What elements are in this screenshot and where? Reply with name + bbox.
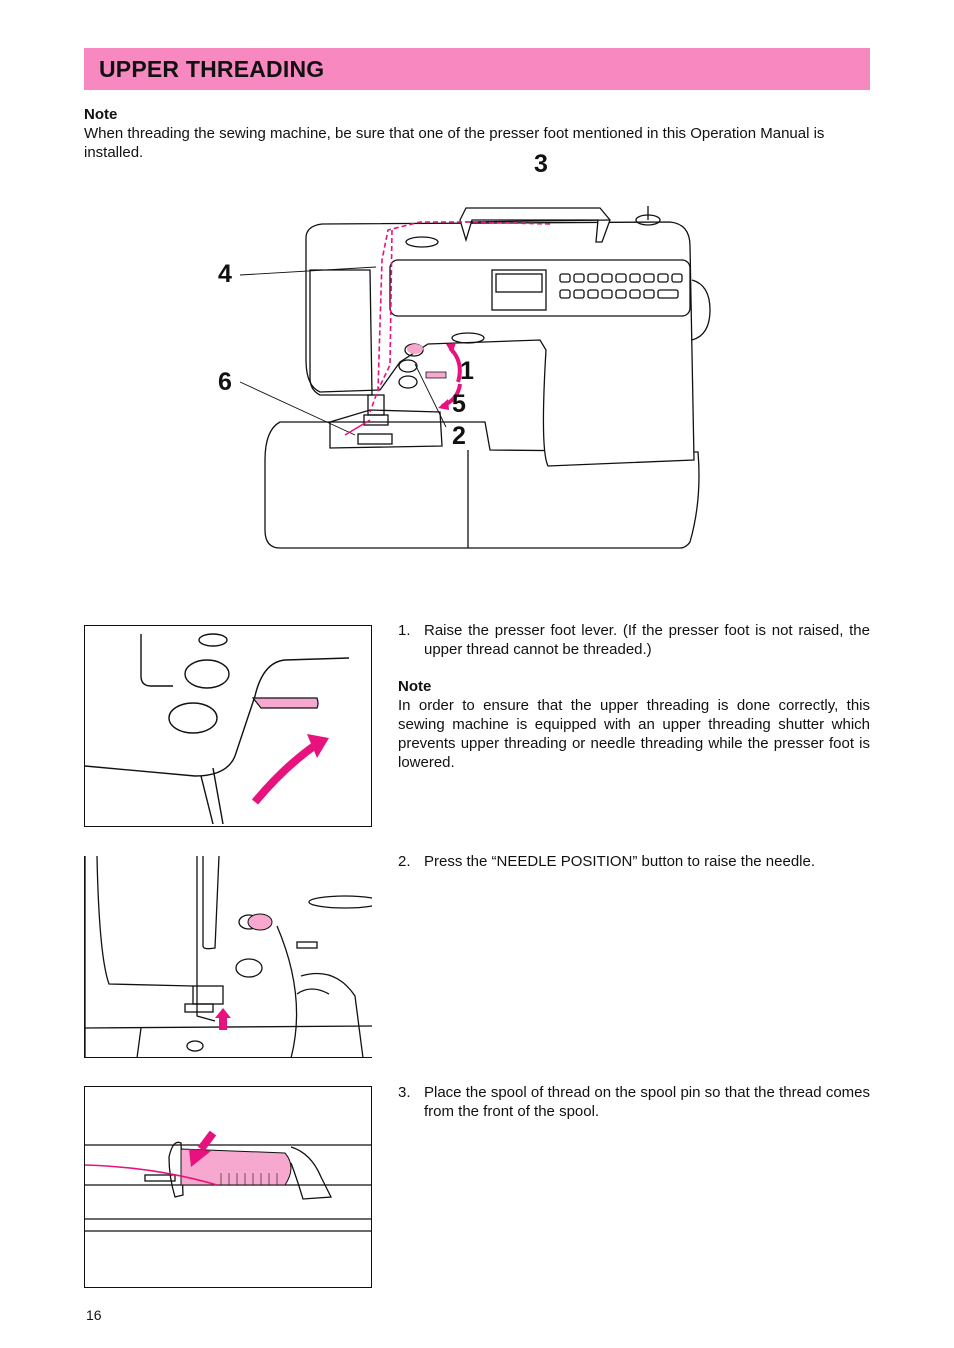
callout-5: 5 [452, 390, 466, 418]
callout-3: 3 [534, 150, 548, 178]
step-3-illustration [84, 1086, 372, 1288]
step-2-text: Press the “NEEDLE POSITION” button to ra… [424, 853, 816, 870]
intro-note: Note When threading the sewing machine, … [84, 105, 870, 162]
section-title: UPPER THREADING [99, 56, 325, 82]
page-number: 16 [86, 1307, 102, 1323]
sewing-machine-illustration [239, 206, 711, 549]
callout-4: 4 [218, 260, 232, 288]
step-2: 2. Press the “NEEDLE POSITION” button to… [398, 852, 870, 871]
intro-note-label: Note [84, 106, 118, 123]
step-1-number: 1. [398, 622, 411, 639]
step-1-illustration [84, 625, 372, 827]
step-2-illustration [84, 856, 372, 1058]
step-1-note-label: Note [398, 678, 432, 695]
needle-position-illustration [85, 856, 372, 1057]
step-2-number: 2. [398, 853, 411, 870]
step-3-number: 3. [398, 1084, 411, 1101]
intro-note-text: When threading the sewing machine, be su… [84, 125, 825, 161]
callout-1: 1 [460, 357, 474, 385]
callout-6: 6 [218, 368, 232, 396]
sewing-machine-diagram [210, 150, 730, 560]
presser-foot-lever-illustration [85, 633, 350, 825]
step-1-note-text: In order to ensure that the upper thread… [398, 697, 870, 771]
step-3-text: Place the spool of thread on the spool p… [424, 1084, 870, 1120]
callout-2: 2 [452, 422, 466, 450]
spool-pin-illustration [85, 1130, 371, 1232]
step-1: 1. Raise the presser foot lever. (If the… [398, 621, 870, 659]
section-header-bar: UPPER THREADING [84, 48, 870, 90]
step-3: 3. Place the spool of thread on the spoo… [398, 1083, 870, 1121]
step-1-text: Raise the presser foot lever. (If the pr… [424, 622, 870, 658]
step-1-note: Note In order to ensure that the upper t… [398, 677, 870, 772]
